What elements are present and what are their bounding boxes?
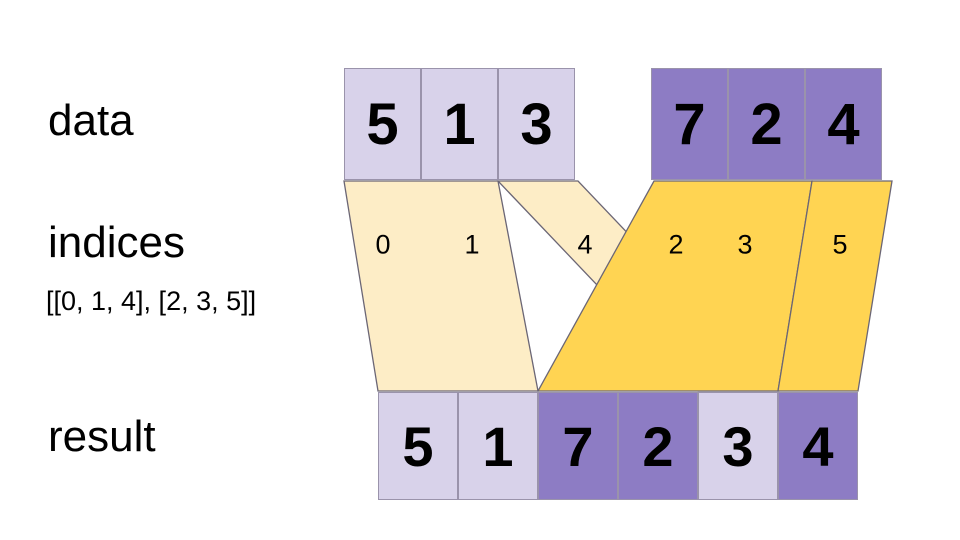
result-cell: 1 — [458, 392, 538, 500]
index-label: 3 — [737, 229, 753, 260]
result-cell: 2 — [618, 392, 698, 500]
indices-expression: [[0, 1, 4], [2, 3, 5]] — [46, 286, 257, 316]
ribbon-dark-5 — [777, 180, 893, 392]
index-label: 1 — [464, 229, 480, 260]
row-label-result: result — [48, 412, 156, 461]
result-row: 5 1 7 2 3 4 — [378, 392, 858, 500]
row-label-data: data — [48, 96, 134, 145]
ribbon-light-0-1 — [343, 180, 539, 392]
data-cell: 1 — [421, 68, 498, 180]
row-label-indices: indices — [48, 218, 185, 267]
data-cell: 4 — [805, 68, 882, 180]
index-label: 2 — [668, 229, 684, 260]
index-label: 4 — [577, 229, 593, 260]
data-cell: 2 — [728, 68, 805, 180]
index-label: 0 — [375, 229, 391, 260]
data-cell: 3 — [498, 68, 575, 180]
result-cell: 7 — [538, 392, 618, 500]
index-label: 5 — [832, 229, 848, 260]
data-cell: 5 — [344, 68, 421, 180]
data-row-gap — [575, 68, 651, 180]
result-cell: 5 — [378, 392, 458, 500]
data-cell: 7 — [651, 68, 728, 180]
data-row: 5 1 3 7 2 4 — [344, 68, 882, 180]
result-cell: 3 — [698, 392, 778, 500]
result-cell: 4 — [778, 392, 858, 500]
